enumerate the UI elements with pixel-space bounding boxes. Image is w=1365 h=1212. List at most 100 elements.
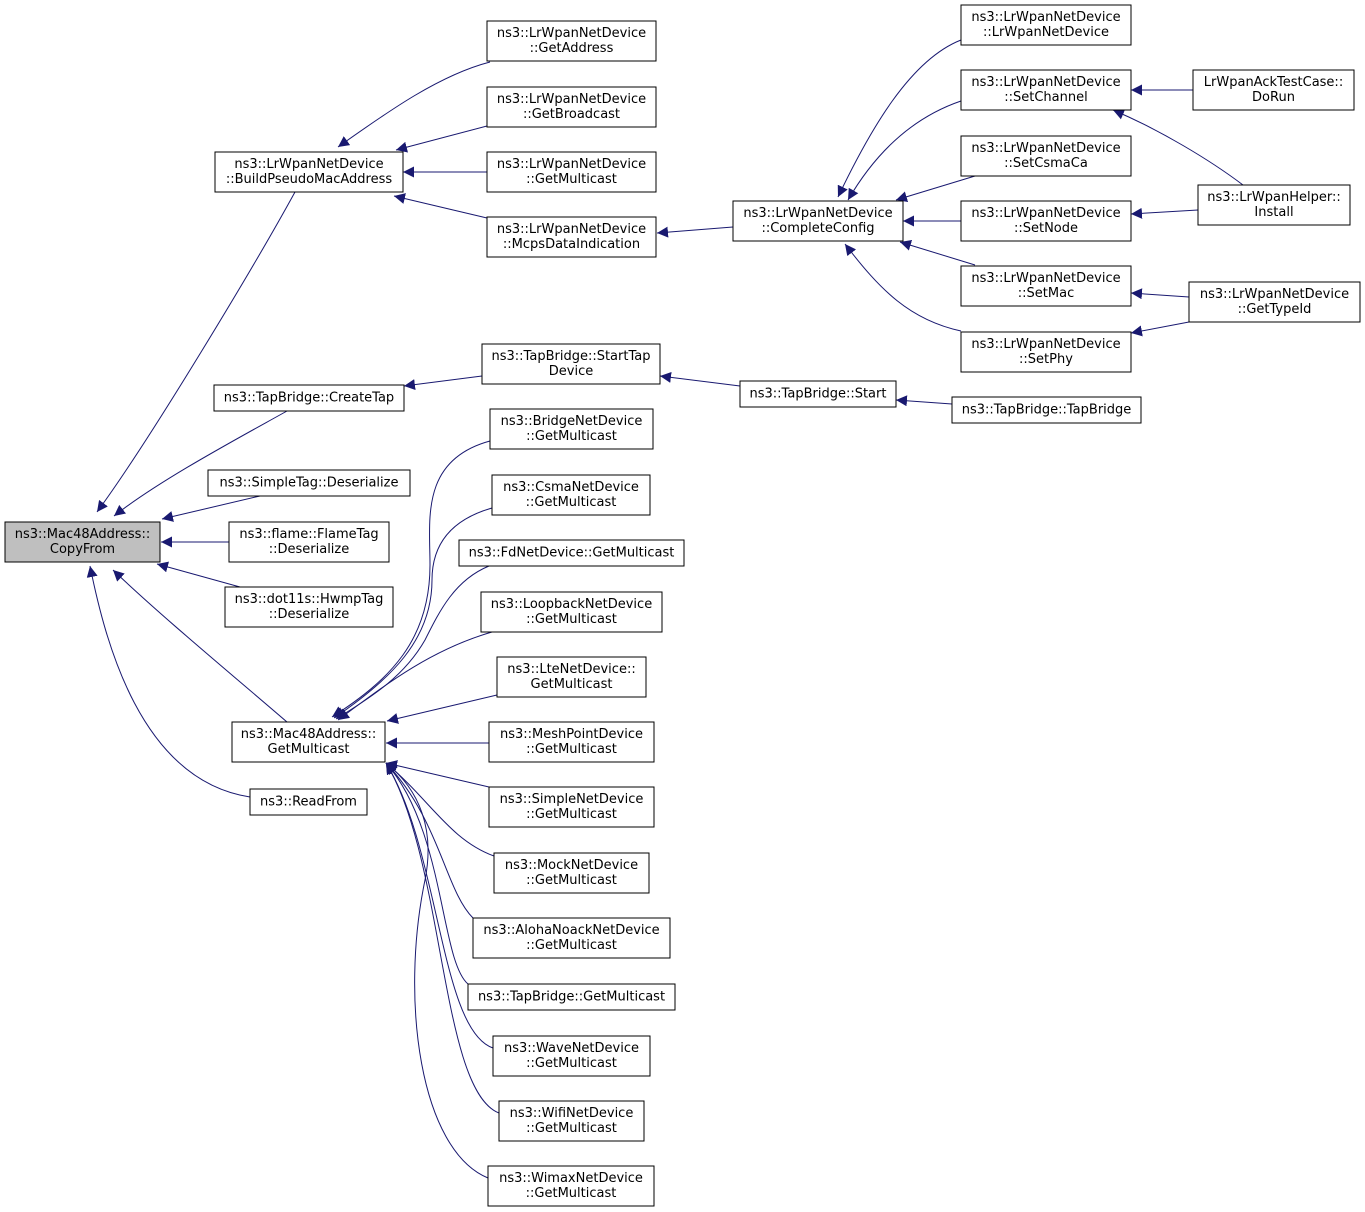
node-wifimc[interactable]: ns3::WifiNetDevice::GetMulticast	[498, 1100, 645, 1142]
node-box	[739, 380, 897, 408]
node-box	[960, 135, 1132, 177]
node-box	[231, 721, 386, 763]
node-setphy[interactable]: ns3::LrWpanNetDevice::SetPhy	[960, 331, 1132, 373]
node-wimaxmc[interactable]: ns3::WimaxNetDevice::GetMulticast	[487, 1165, 655, 1207]
edge-setcsmaca-to-completeconfig	[895, 175, 976, 203]
node-box	[960, 265, 1132, 307]
node-mac48getmc[interactable]: ns3::Mac48Address::GetMulticast	[231, 721, 386, 763]
edge-gettypeid-to-setphy	[1130, 321, 1190, 337]
node-getbroadcast[interactable]: ns3::LrWpanNetDevice::GetBroadcast	[486, 86, 657, 128]
node-label: ::GetMulticast	[526, 742, 617, 757]
node-label: ns3::Mac48Address::	[241, 727, 376, 742]
node-getaddress[interactable]: ns3::LrWpanNetDevice::GetAddress	[486, 20, 657, 62]
node-label: ::GetMulticast	[526, 495, 617, 510]
node-label: ::GetMulticast	[526, 1056, 617, 1071]
edge-arrow	[395, 125, 488, 153]
edge-arrow	[96, 191, 296, 513]
node-box	[492, 1035, 651, 1077]
node-tapstart[interactable]: ns3::TapBridge::Start	[739, 380, 897, 408]
node-label: GetMulticast	[531, 677, 613, 692]
node-createtap[interactable]: ns3::TapBridge::CreateTap	[213, 384, 405, 412]
node-setchannel[interactable]: ns3::LrWpanNetDevice::SetChannel	[960, 69, 1132, 111]
edge-createtap-to-copyfrom	[113, 410, 288, 517]
edge-arrow	[112, 569, 288, 723]
node-gettypeid[interactable]: ns3::LrWpanNetDevice::GetTypeId	[1188, 281, 1361, 323]
node-box	[486, 216, 657, 258]
node-label: ns3::SimpleNetDevice	[500, 792, 644, 807]
node-box	[458, 539, 685, 567]
node-mockmc[interactable]: ns3::MockNetDevice::GetMulticast	[493, 852, 650, 894]
node-label: ns3::ReadFrom	[260, 795, 357, 810]
node-ackdorun[interactable]: LrWpanAckTestCase::DoRun	[1192, 69, 1355, 111]
edge-arrow	[385, 762, 469, 985]
node-tapbridgector[interactable]: ns3::TapBridge::TapBridge	[951, 396, 1142, 424]
node-flametag[interactable]: ns3::flame::FlameTag::Deserialize	[228, 521, 390, 563]
node-label: ns3::MeshPointDevice	[500, 727, 643, 742]
node-label: ::Deserialize	[269, 542, 350, 557]
node-box	[488, 786, 655, 828]
node-label: ::SetNode	[1014, 221, 1078, 236]
node-fdmc[interactable]: ns3::FdNetDevice::GetMulticast	[458, 539, 685, 567]
node-setcsmaca[interactable]: ns3::LrWpanNetDevice::SetCsmaCa	[960, 135, 1132, 177]
node-label: ::GetMulticast	[526, 429, 617, 444]
edge-buildpseudo-to-copyfrom	[96, 191, 296, 513]
edge-arrow	[1130, 321, 1190, 337]
node-label: ns3::LrWpanNetDevice	[497, 92, 646, 107]
edge-arrow	[1130, 288, 1190, 300]
node-box	[951, 396, 1142, 424]
node-setmac[interactable]: ns3::LrWpanNetDevice::SetMac	[960, 265, 1132, 307]
node-lrwpanctor[interactable]: ns3::LrWpanNetDevice::LrWpanNetDevice	[960, 4, 1132, 46]
node-completeconfig[interactable]: ns3::LrWpanNetDevice::CompleteConfig	[732, 200, 904, 242]
node-lrwpangetmc[interactable]: ns3::LrWpanNetDevice::GetMulticast	[486, 151, 657, 193]
node-label: ns3::AlohaNoackNetDevice	[483, 923, 659, 938]
node-label: ns3::LrWpanNetDevice	[497, 222, 646, 237]
edge-readfrom-to-copyfrom	[86, 565, 251, 798]
edge-arrow	[331, 440, 491, 718]
edge-arrow	[1130, 207, 1199, 219]
node-simpletag[interactable]: ns3::SimpleTag::Deserialize	[207, 469, 411, 497]
node-box	[249, 788, 368, 816]
node-label: ::GetMulticast	[526, 807, 617, 822]
node-simplemc[interactable]: ns3::SimpleNetDevice::GetMulticast	[488, 786, 655, 828]
node-label: ::CompleteConfig	[761, 221, 874, 236]
node-copyfrom[interactable]: ns3::Mac48Address::CopyFrom	[4, 521, 161, 563]
edge-setchannel-to-completeconfig	[847, 100, 962, 201]
node-bridgemc[interactable]: ns3::BridgeNetDevice::GetMulticast	[489, 408, 654, 450]
node-label: ::GetMulticast	[526, 172, 617, 187]
edge-mockmc-to-mac48getmc	[385, 762, 495, 857]
node-box	[960, 200, 1132, 242]
node-mcpsdata[interactable]: ns3::LrWpanNetDevice::McpsDataIndication	[486, 216, 657, 258]
node-hwmptag[interactable]: ns3::dot11s::HwmpTag::Deserialize	[224, 586, 394, 628]
node-setnode[interactable]: ns3::LrWpanNetDevice::SetNode	[960, 200, 1132, 242]
node-label: ::GetMulticast	[526, 873, 617, 888]
node-meshmc[interactable]: ns3::MeshPointDevice::GetMulticast	[488, 721, 655, 763]
node-label: ns3::LrWpanNetDevice	[971, 75, 1120, 90]
node-label: ::SetCsmaCa	[1004, 156, 1088, 171]
node-label: ns3::LrWpanNetDevice	[1200, 287, 1349, 302]
node-csmamc[interactable]: ns3::CsmaNetDevice::GetMulticast	[491, 474, 651, 516]
node-label: ns3::LrWpanHelper::	[1207, 190, 1340, 205]
edge-wimaxmc-to-mac48getmc	[385, 762, 489, 1179]
node-wavemc[interactable]: ns3::WaveNetDevice::GetMulticast	[492, 1035, 651, 1077]
node-box	[472, 917, 671, 959]
node-helperinstall[interactable]: ns3::LrWpanHelper::Install	[1197, 184, 1351, 226]
node-label: ::BuildPseudoMacAddress	[226, 172, 393, 187]
node-label: ns3::CsmaNetDevice	[503, 480, 639, 495]
node-readfrom[interactable]: ns3::ReadFrom	[249, 788, 368, 816]
edge-getaddress-to-buildpseudo	[337, 61, 491, 148]
node-alohamc[interactable]: ns3::AlohaNoackNetDevice::GetMulticast	[472, 917, 671, 959]
node-label: ::SetPhy	[1019, 352, 1073, 367]
edge-arrow	[847, 100, 962, 201]
node-box	[486, 86, 657, 128]
node-buildpseudo[interactable]: ns3::LrWpanNetDevice::BuildPseudoMacAddr…	[214, 151, 404, 193]
node-loopbackmc[interactable]: ns3::LoopbackNetDevice::GetMulticast	[480, 591, 663, 633]
edge-tapstart-to-starttapdev	[659, 371, 741, 387]
node-box	[960, 331, 1132, 373]
node-tapbridgemc[interactable]: ns3::TapBridge::GetMulticast	[467, 983, 676, 1011]
node-box	[207, 469, 411, 497]
node-label: ns3::LoopbackNetDevice	[491, 597, 652, 612]
node-label: ::GetMulticast	[526, 1186, 617, 1201]
node-ltemc[interactable]: ns3::LteNetDevice::GetMulticast	[496, 656, 647, 698]
